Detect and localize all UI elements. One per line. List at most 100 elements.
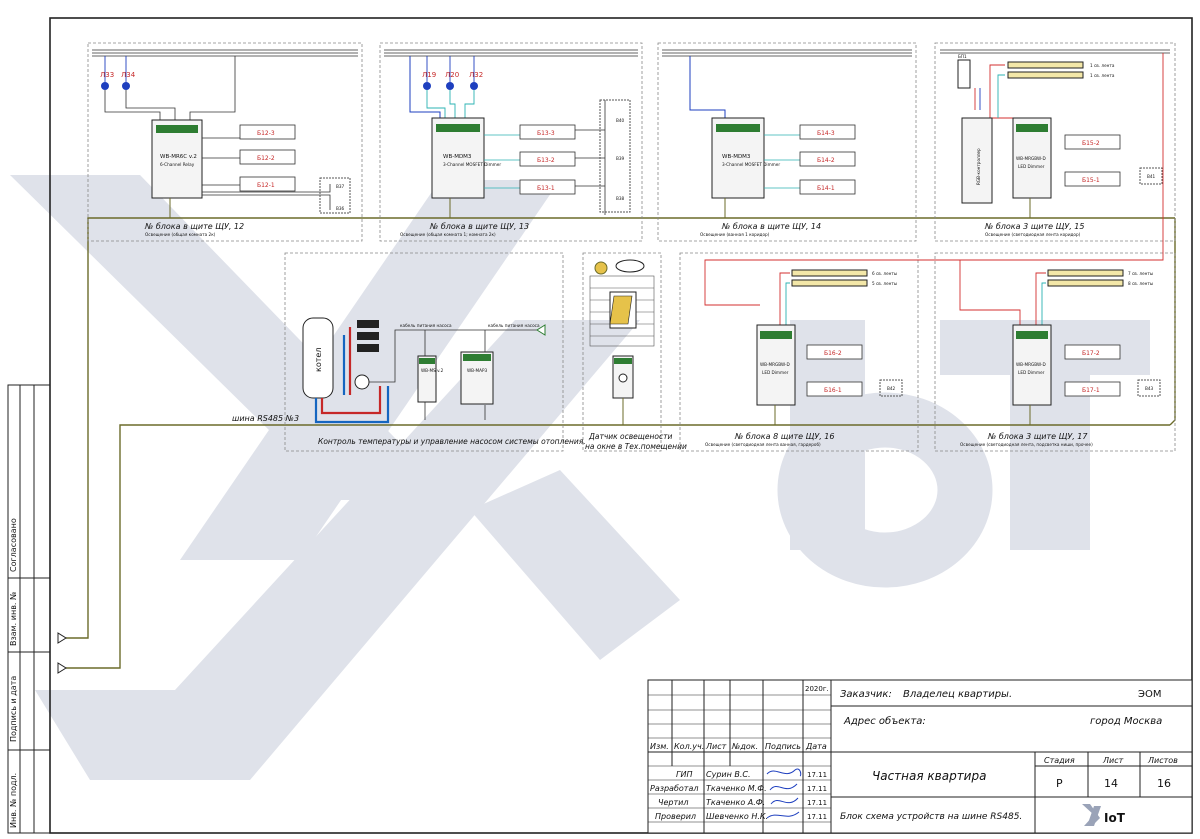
heating-frame bbox=[284, 252, 564, 452]
svg-text:6 св. ленты: 6 св. ленты bbox=[872, 271, 897, 276]
svg-text:Б17-2: Б17-2 bbox=[1082, 350, 1100, 357]
tb-name: Ткаченко А.Ф. bbox=[706, 798, 765, 807]
tb-customer-label: Заказчик: bbox=[840, 689, 892, 700]
svg-text:Б12-2: Б12-2 bbox=[257, 155, 275, 162]
svg-text:Освещение (общая комната 1; ко: Освещение (общая комната 1; комната 2к) bbox=[400, 232, 496, 237]
tb-code: ЭОМ bbox=[1138, 689, 1161, 700]
tb-address: город Москва bbox=[1090, 716, 1162, 727]
sidebar-sign-date: Подпись и дата bbox=[9, 676, 18, 742]
svg-text:RGB-контроллер: RGB-контроллер bbox=[976, 148, 981, 185]
block-caption: № блока в щите ЩУ, 12 bbox=[144, 222, 244, 231]
svg-text:Освещение (ванная 1 коридор): Освещение (ванная 1 коридор) bbox=[700, 232, 770, 237]
svg-text:Б13-1: Б13-1 bbox=[537, 185, 555, 192]
svg-text:котел: котел bbox=[314, 348, 323, 372]
tb-header: Подпись bbox=[765, 742, 801, 751]
svg-text:БП1: БП1 bbox=[958, 54, 967, 59]
block-13: Л19 Л20 Л32 WB-MDM3 3-Channel MOSFET Dim… bbox=[384, 49, 638, 237]
svg-text:LED Dimmer: LED Dimmer bbox=[1018, 164, 1045, 169]
tb-role: Проверил bbox=[655, 812, 696, 821]
light-sensor-frame bbox=[582, 252, 662, 452]
tb-header: Дата bbox=[805, 742, 827, 751]
svg-text:Б13-3: Б13-3 bbox=[537, 130, 555, 137]
svg-text:1 св. лента: 1 св. лента bbox=[1090, 73, 1115, 78]
svg-text:WB-MDM3: WB-MDM3 bbox=[443, 154, 472, 160]
svg-text:В36: В36 bbox=[336, 206, 345, 211]
svg-text:В41: В41 bbox=[1147, 174, 1156, 179]
svg-text:LED Dimmer: LED Dimmer bbox=[1018, 370, 1045, 375]
svg-text:В40: В40 bbox=[616, 118, 625, 123]
tb-stage-label: Стадия bbox=[1044, 756, 1075, 765]
iot-logo-icon bbox=[1082, 804, 1101, 826]
logo-text: IoT bbox=[1104, 811, 1126, 825]
block-17: 7 св. ленты 8 св. ленты WB-MRGBW-D LED D… bbox=[959, 260, 1161, 447]
svg-text:кабель питания насоса: кабель питания насоса bbox=[400, 323, 452, 328]
svg-text:В43: В43 bbox=[1145, 386, 1154, 391]
svg-text:7 св. ленты: 7 св. ленты bbox=[1128, 271, 1153, 276]
lamp-label: Л19 bbox=[422, 71, 436, 79]
svg-text:Освещение (общая комната 2к): Освещение (общая комната 2к) bbox=[145, 232, 216, 237]
lamp-label: Л20 bbox=[445, 71, 459, 79]
block-12: Л33 Л34 WB-MR6C v.2 6-Channel Relay Б12-… bbox=[92, 49, 358, 237]
svg-text:Б14-1: Б14-1 bbox=[817, 185, 835, 192]
tb-stage: Р bbox=[1056, 777, 1063, 790]
svg-text:8 св. ленты: 8 св. ленты bbox=[1128, 281, 1153, 286]
svg-text:WB-MR6C v.2: WB-MR6C v.2 bbox=[160, 154, 197, 160]
svg-text:Б14-3: Б14-3 bbox=[817, 130, 835, 137]
tb-header: Лист bbox=[705, 742, 727, 751]
svg-text:6-Channel Relay: 6-Channel Relay bbox=[160, 162, 195, 167]
svg-text:WB-MS v.2: WB-MS v.2 bbox=[421, 368, 444, 373]
lamp-label: Л32 bbox=[469, 71, 483, 79]
tb-sheets-label: Листов bbox=[1147, 756, 1178, 765]
tb-sheet: 14 bbox=[1104, 777, 1118, 790]
tb-date: 17.11 bbox=[807, 771, 827, 779]
sidebar-agreed: Согласовано bbox=[9, 518, 18, 572]
tb-date: 17.11 bbox=[807, 785, 827, 793]
svg-text:Б14-2: Б14-2 bbox=[817, 157, 835, 164]
tb-sheets: 16 bbox=[1157, 777, 1171, 790]
block-15-frame bbox=[934, 42, 1176, 242]
bus-terminator-2 bbox=[57, 662, 67, 674]
sun-icon bbox=[594, 261, 608, 275]
svg-text:1 св. лента: 1 св. лента bbox=[1090, 63, 1115, 68]
block-caption: № блока 3 щите ЩУ, 17 bbox=[987, 432, 1088, 441]
svg-text:В42: В42 bbox=[887, 386, 896, 391]
svg-text:В37: В37 bbox=[336, 184, 345, 189]
sensor-caption-2: на окне в Тех.помещении bbox=[585, 442, 687, 451]
block-16-frame bbox=[679, 252, 919, 452]
sidebar-inv-orig: Инв. № подл. bbox=[9, 773, 18, 828]
sidebar-replaced-inv: Взам. инв. № bbox=[9, 591, 18, 646]
heating-caption: Контроль температуры и управление насосо… bbox=[318, 437, 586, 446]
block-12-frame bbox=[87, 42, 363, 242]
watermark-logo bbox=[10, 175, 1150, 780]
rgb-controller bbox=[961, 117, 993, 204]
svg-text:WB-MRGBW-D: WB-MRGBW-D bbox=[1016, 156, 1046, 161]
svg-text:Б15-1: Б15-1 bbox=[1082, 177, 1100, 184]
block-15: БП1 1 св. лента 1 св. лента RGB-контролл… bbox=[704, 49, 1170, 306]
title-block bbox=[647, 679, 1193, 834]
lamp-label: Л33 bbox=[100, 71, 114, 79]
svg-text:LED Dimmer: LED Dimmer bbox=[762, 370, 789, 375]
bus-terminator-1 bbox=[57, 632, 67, 644]
block-caption: № блока 3 щите ЩУ, 15 bbox=[984, 222, 1084, 231]
tb-role: Разработал bbox=[650, 784, 698, 793]
svg-text:Б15-2: Б15-2 bbox=[1082, 140, 1100, 147]
tb-sheet-label: Лист bbox=[1102, 756, 1124, 765]
tb-date: 17.11 bbox=[807, 799, 827, 807]
tb-header: Кол.уч. bbox=[674, 742, 704, 751]
svg-text:Освещение (светодиодная лента: Освещение (светодиодная лента ванная, га… bbox=[705, 442, 821, 447]
block-14: WB-MDM3 3-Channel MOSFET Dimmer Б14-3 Б1… bbox=[662, 49, 912, 237]
tb-customer: Владелец квартиры. bbox=[903, 689, 1012, 700]
light-sensor-block: Датчик освещености на окне в Тех.помещен… bbox=[585, 259, 687, 451]
tb-name: Сурин В.С. bbox=[706, 770, 751, 779]
pump-icon bbox=[354, 374, 370, 390]
tb-address-label: Адрес объекта: bbox=[843, 715, 926, 727]
tb-drawing-title: Блок схема устройств на шине RS485. bbox=[840, 812, 1022, 822]
svg-text:3-Channel MOSFET Dimmer: 3-Channel MOSFET Dimmer bbox=[443, 162, 501, 167]
tb-role: ГИП bbox=[676, 770, 692, 779]
lamp-icon bbox=[423, 82, 431, 90]
signatures bbox=[766, 768, 802, 819]
block-17-frame bbox=[934, 252, 1176, 452]
tb-header: Изм. bbox=[650, 742, 669, 751]
svg-text:Б16-1: Б16-1 bbox=[824, 387, 842, 394]
